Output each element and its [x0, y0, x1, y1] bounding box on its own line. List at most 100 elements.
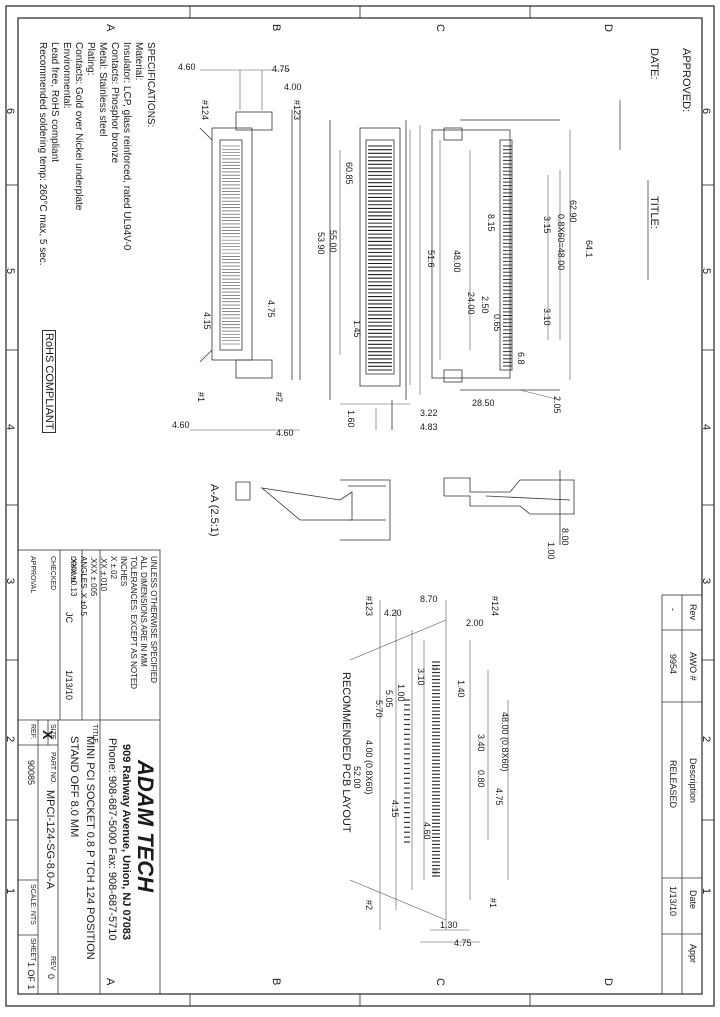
layout-dim-0.80: 0.80: [476, 770, 486, 788]
layout-dim-48.00: 48.00 (0.8X60): [500, 712, 510, 772]
spec-line: Environmental:: [61, 42, 72, 109]
zone-col-c-bottom: C: [434, 978, 446, 986]
zone-row-5-left: 5: [4, 268, 16, 275]
rev-header-description: Description: [688, 758, 698, 804]
spec-line: Lead free, RoHS compliant: [49, 42, 60, 163]
dim-3.22: 3.22: [420, 408, 438, 418]
tolerance-line: .XXX ±.005: [89, 556, 98, 597]
zone-row-6-right: 6: [700, 108, 712, 115]
spec-line: Contacts: Gold over Nickel underplate: [73, 42, 84, 211]
layout-dim-1.00: 1.00: [396, 684, 406, 702]
part-no-label: PART NO.: [49, 752, 56, 785]
zone-row-3-left: 3: [4, 578, 16, 585]
zone-col-c-top: C: [434, 24, 446, 32]
spec-line: Plating:: [85, 42, 96, 76]
dim-51.6: 51.6: [426, 250, 436, 268]
tolerance-block: UNLESS OTHERWISE SPECIFIED ALL DIMENSION…: [68, 556, 158, 689]
dim-2.05: 2.05: [552, 396, 562, 414]
zone-row-2-left: 2: [4, 736, 16, 743]
dim-28.50: 28.50: [472, 398, 495, 408]
zone-row-1-right: 1: [700, 888, 712, 895]
dim-6.8: 6.8: [516, 352, 526, 365]
sheet-label: SHEET: [29, 938, 36, 962]
layout-dim-52.00: 52.00: [352, 766, 362, 789]
tolerance-line: TOLERANCES: EXCEPT AS NOTED: [129, 556, 138, 690]
approval-label: APPROVAL: [29, 556, 36, 594]
dim-3.10: 3.10: [542, 308, 552, 326]
layout-dim-4.75-mid: 4.75: [494, 788, 504, 806]
rev-value-rev: -: [668, 608, 678, 611]
dim-4.60-top: 4.60: [178, 62, 196, 72]
dim-1.60: 1.60: [346, 410, 356, 428]
checked-label: CHECKED: [49, 556, 56, 591]
part-no-value: MPCI-124-SG-8.0-A: [44, 790, 56, 890]
title-block: [17, 549, 161, 995]
pin-123-label: #123: [292, 100, 302, 121]
pcb-pads: [404, 661, 440, 877]
rev-value: 0: [46, 974, 56, 980]
layout-pin-123: #123: [364, 596, 374, 617]
company-address: 909 Rahway Avenue, Union, NJ 07083: [120, 744, 132, 941]
zone-col-b-top: B: [270, 24, 282, 32]
rev-value-description: RELEASED: [668, 760, 678, 809]
zone-row-3-right: 3: [700, 578, 712, 585]
dim-4.60-bot-a: 4.60: [172, 420, 190, 430]
ref-value: 90085: [26, 760, 36, 786]
pcb-layout-label: RECOMMENDED PCB LAYOUT: [340, 672, 352, 833]
layout-pin-1: #1: [488, 898, 498, 909]
dim-48.00: 48.00: [452, 250, 462, 273]
layout-dim-4.20: 4.20: [384, 608, 402, 618]
tolerance-line: X ±.02: [109, 556, 118, 580]
zone-col-b-bottom: B: [270, 978, 282, 986]
dim-0.8x60: 0.8X60=48.00: [556, 214, 566, 271]
dim-3.15: 3.15: [542, 216, 552, 234]
size-value: X: [40, 730, 56, 740]
layout-dim-4.15: 4.15: [390, 800, 400, 818]
specifications-block: SPECIFICATIONS: Material: Insulator: LCP…: [36, 42, 156, 342]
dim-0.65: 0.65: [492, 314, 502, 332]
connector-end-view: [329, 120, 407, 430]
tolerance-line: INCHES: [119, 556, 128, 587]
zone-row-5-right: 5: [700, 268, 712, 275]
tolerance-line: UNLESS OTHERWISE SPECIFIED: [149, 556, 158, 683]
drawn-by: JC: [64, 612, 74, 623]
pin-row-c: [503, 145, 512, 367]
layout-dim-4.00: 4.00 (0.8X60): [364, 740, 374, 795]
dim-4.60-bot-b: 4.60: [276, 428, 294, 438]
title-label: TITLE:: [648, 196, 660, 230]
rev-label: REV: [49, 956, 56, 971]
connector-top-view: [199, 110, 301, 380]
layout-dim-5.70: 5.70: [374, 700, 384, 718]
pcb-layout: [349, 600, 509, 943]
company-phone: Phone: 908-687-5000 Fax: 908-687-5710: [106, 738, 118, 941]
pin-124-label: #124: [200, 100, 210, 121]
zone-col-d-top: D: [602, 24, 614, 32]
dim-60.85: 60.85: [344, 162, 354, 185]
rev-header-rev: Rev: [688, 604, 698, 621]
tolerance-line: ALL DIMENSIONS ARE IN MM: [139, 556, 148, 667]
layout-dim-5.05: 5.05: [384, 690, 394, 708]
section-side: [443, 470, 575, 545]
rev-value-date: 1/13/10: [668, 886, 678, 917]
layout-pin-124: #124: [490, 596, 500, 617]
dim-4.00-top: 4.00: [284, 82, 302, 92]
spec-line: Recommended soldering temp: 260°C max, 5…: [37, 42, 48, 266]
layout-pin-2: #2: [364, 900, 374, 911]
dim-4.15: 4.15: [202, 312, 212, 330]
pin-2-label: #2: [274, 392, 284, 403]
spec-heading: SPECIFICATIONS:: [145, 42, 156, 128]
dim-24.00: 24.00: [466, 292, 476, 315]
spec-line: Metal: Stainless steel: [97, 42, 108, 137]
rohs-label: RoHS COMPLIANT: [42, 330, 56, 433]
zone-col-a-bottom: A: [104, 978, 116, 986]
spec-line: Material:: [133, 42, 144, 81]
dim-8.00: 8.00: [560, 528, 570, 546]
drawn-label: DRAWN: [69, 556, 76, 583]
dim-8.15: 8.15: [486, 214, 496, 232]
drawn-date: 1/13/10: [64, 670, 74, 701]
layout-dim-2.00: 2.00: [466, 618, 484, 628]
sheet-value: 1 OF 1: [26, 962, 36, 990]
rev-header-date: Date: [688, 890, 698, 910]
